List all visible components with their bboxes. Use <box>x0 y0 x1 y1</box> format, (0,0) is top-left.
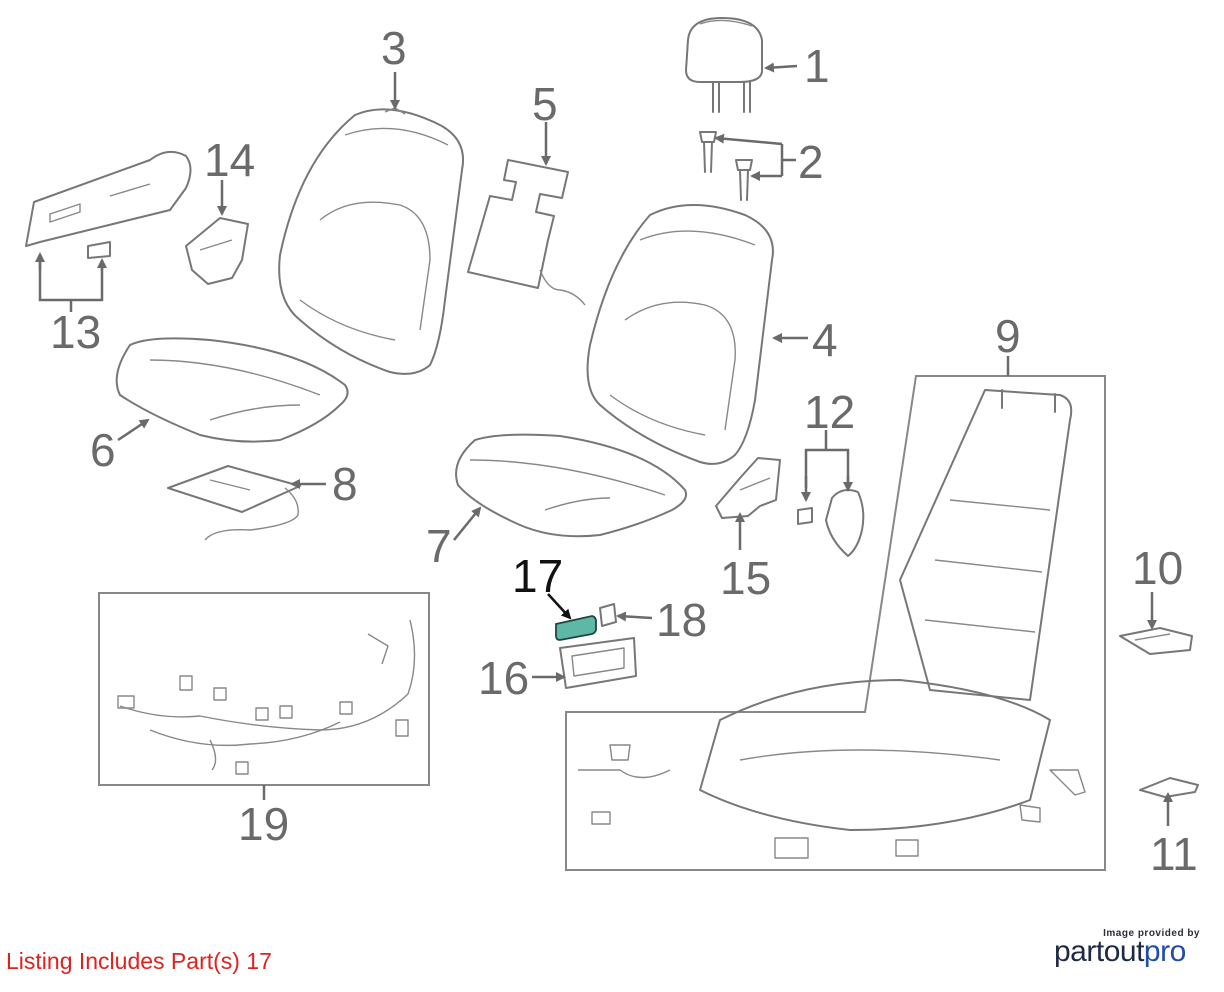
leader-12-bracket <box>804 448 850 488</box>
callout-5: 5 <box>532 78 558 130</box>
side-cover-rear-part <box>1139 777 1199 798</box>
callout-13: 13 <box>50 306 101 358</box>
leader-18 <box>616 611 653 622</box>
callout-4: 4 <box>812 314 838 366</box>
seatback-cover-part <box>278 107 464 375</box>
credit-logo-part2: pro <box>1143 935 1186 968</box>
callout-17: 17 <box>512 550 563 602</box>
callout-labels: 1 2 3 4 5 6 7 8 9 10 11 12 13 14 15 16 1… <box>50 22 1198 880</box>
leader-lines <box>35 62 1173 826</box>
callout-15: 15 <box>720 552 771 604</box>
switch-bezel-part <box>559 637 637 689</box>
callout-10: 10 <box>1132 542 1183 594</box>
callout-18: 18 <box>656 594 707 646</box>
side-cover-front-part <box>1119 627 1193 655</box>
credit-logo-part1: partout <box>1054 935 1144 968</box>
wire-harness-part <box>98 592 430 786</box>
leader-1 <box>764 62 798 73</box>
trim-bracket-part <box>185 217 249 285</box>
leader-13-bracket <box>38 262 104 302</box>
seat-side-trim-part <box>25 150 192 259</box>
callout-19: 19 <box>238 798 289 850</box>
callout-6: 6 <box>90 424 116 476</box>
headrest-guide-part <box>699 131 753 201</box>
leader-17 <box>547 593 572 620</box>
callout-7: 7 <box>426 520 452 572</box>
callout-9: 9 <box>995 310 1021 362</box>
seat-heater-cushion-part <box>167 465 301 541</box>
callout-16: 16 <box>478 652 529 704</box>
callout-12: 12 <box>804 386 855 438</box>
callout-11: 11 <box>1150 828 1198 880</box>
callout-1: 1 <box>804 40 830 92</box>
seat-frame-part <box>565 375 1106 871</box>
recliner-cover-part <box>797 489 865 557</box>
headrest-part <box>685 17 763 113</box>
seat-cushion-cover-part <box>115 337 349 443</box>
switch-cap-part <box>599 603 617 627</box>
leader-2a <box>714 133 783 146</box>
callout-8: 8 <box>332 458 358 510</box>
seatback-pad-part <box>586 204 774 465</box>
leader-6 <box>117 418 150 442</box>
seat-switch-part-highlighted <box>555 615 597 641</box>
side-bracket-part <box>715 457 781 519</box>
callout-3: 3 <box>381 22 407 74</box>
leader-7 <box>453 506 482 541</box>
listing-note: Listing Includes Part(s) 17 <box>6 948 272 974</box>
callout-14: 14 <box>204 134 255 186</box>
credit-caption: Image provided by <box>1103 928 1200 939</box>
callout-2: 2 <box>798 136 824 188</box>
seat-cushion-pad-part <box>455 433 688 538</box>
credit-logo: partoutpro <box>1054 935 1214 969</box>
seat-heater-back-part <box>467 159 586 306</box>
image-credit: Image provided by partoutpro <box>1054 928 1214 969</box>
